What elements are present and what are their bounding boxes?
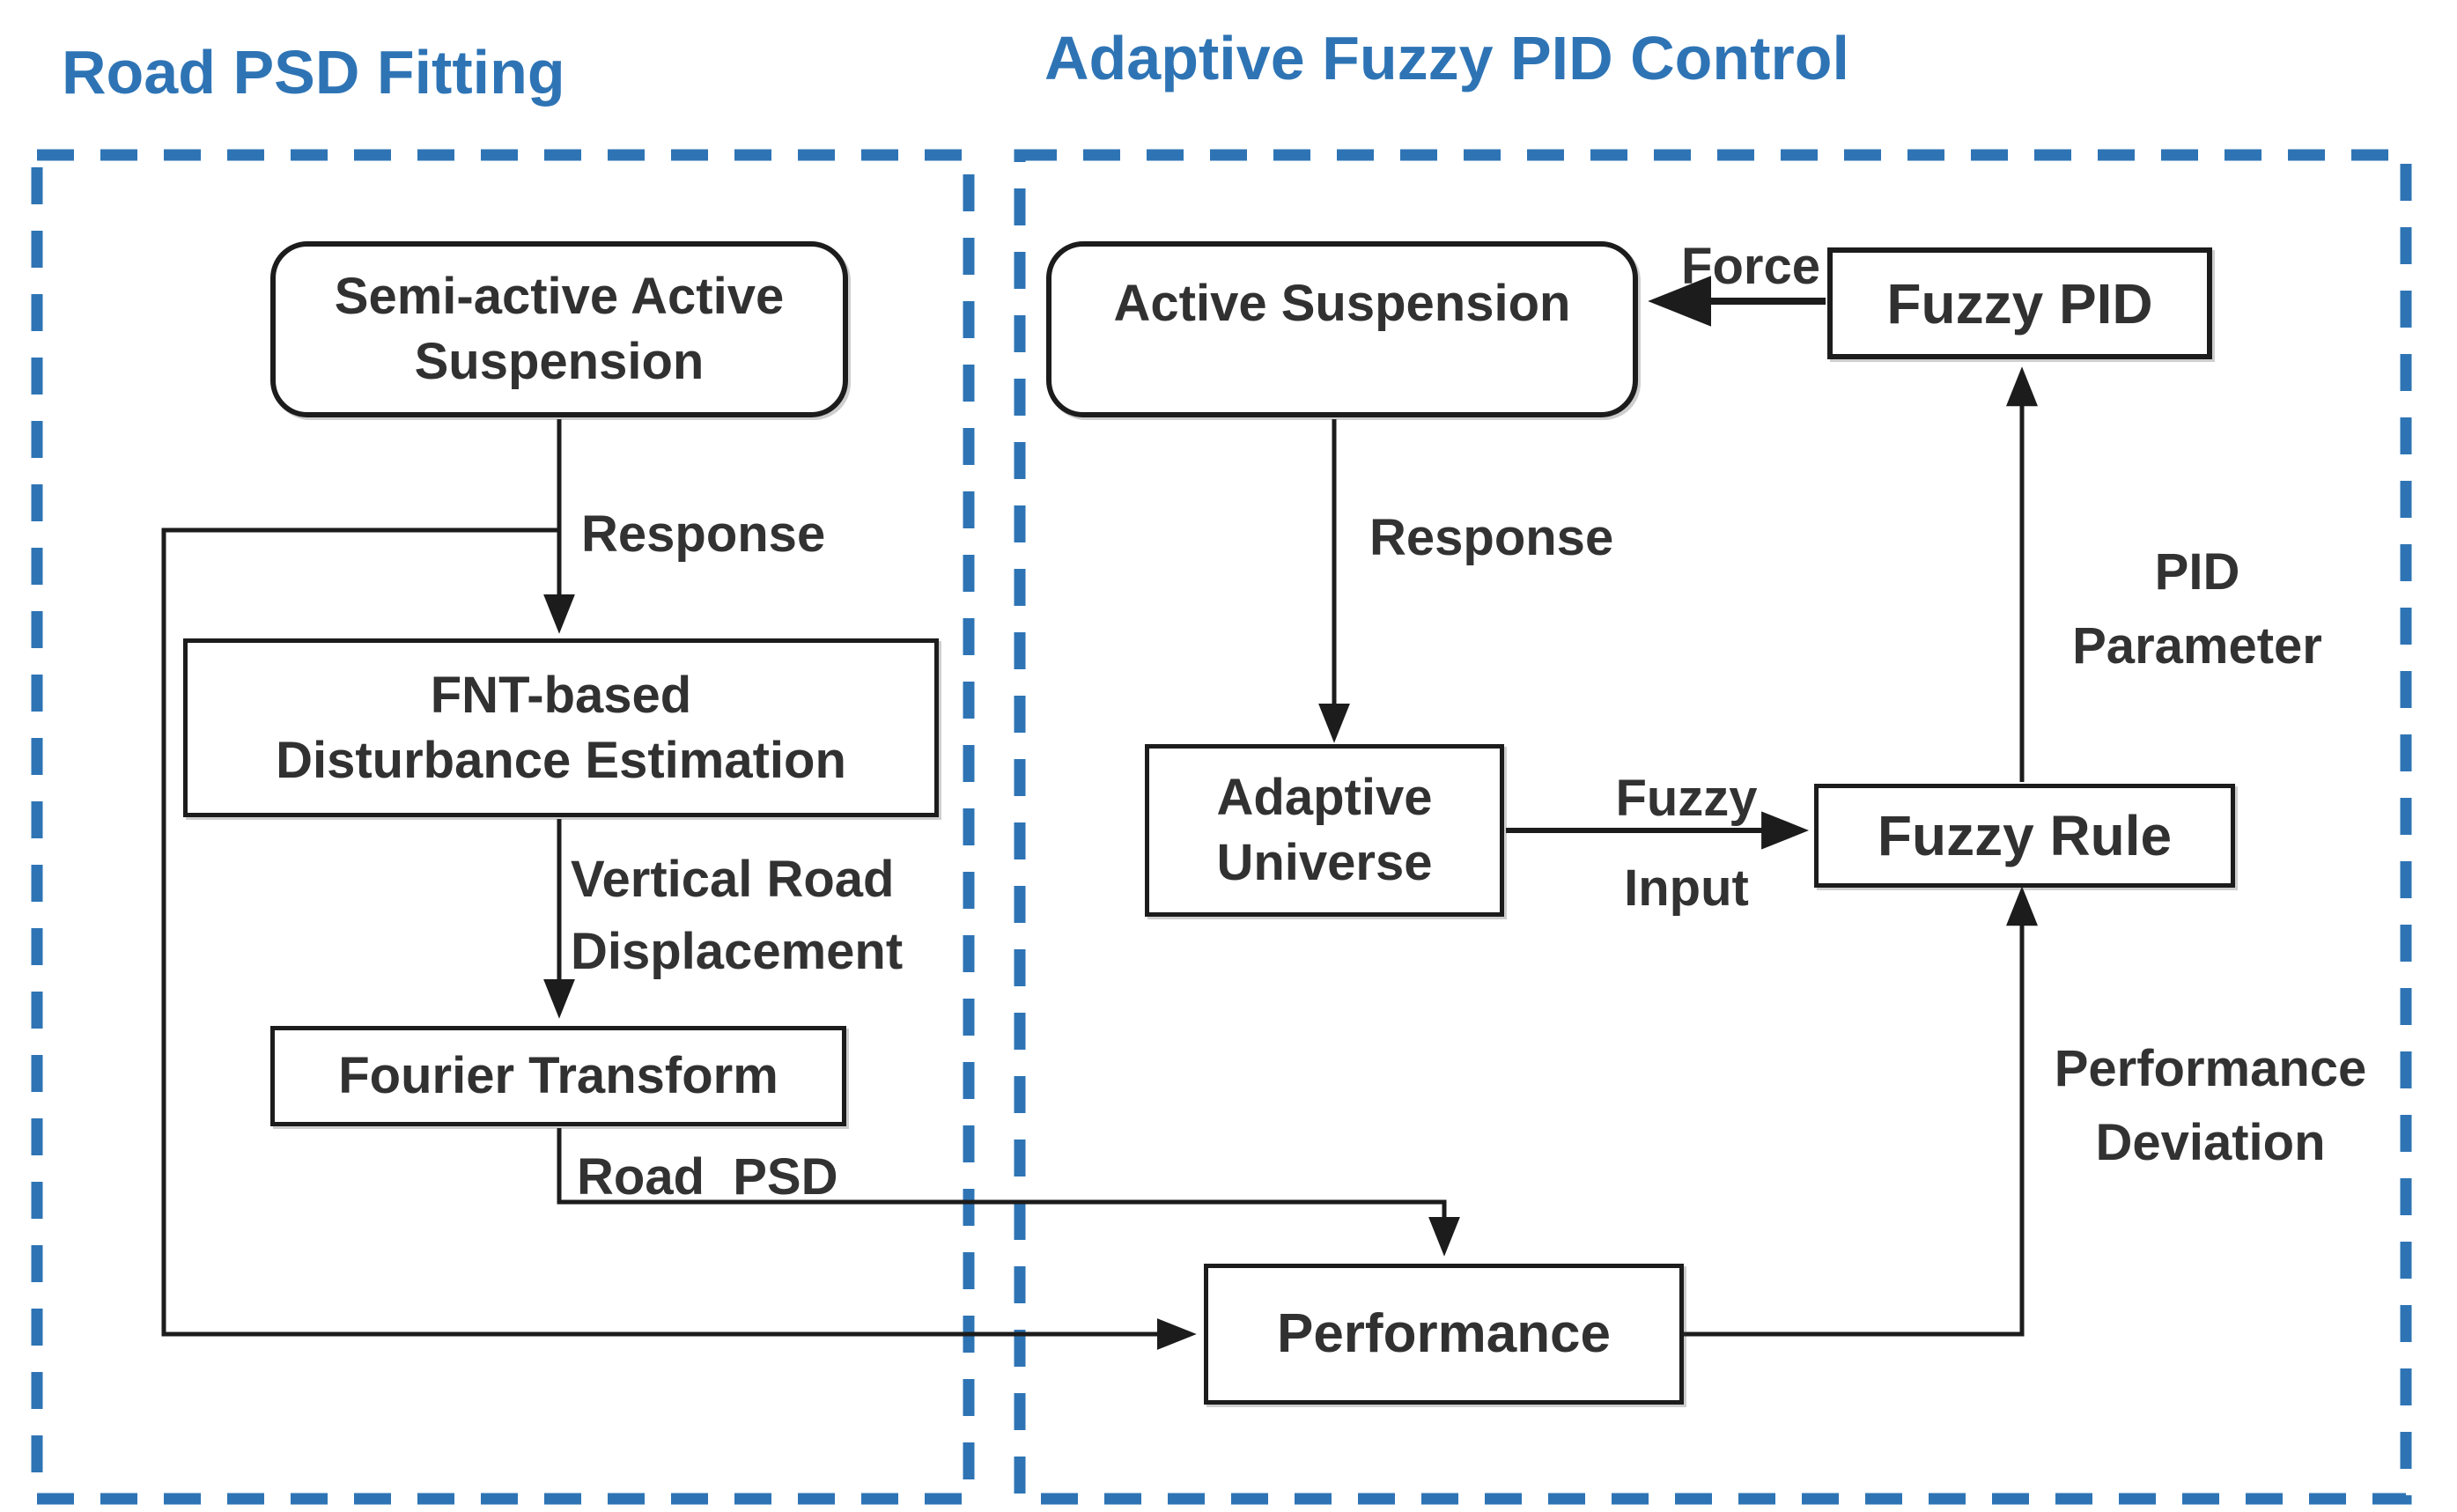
edge-label-response-right: Response [1369,509,1614,566]
arrow-roadpsd-to-performance [557,1128,1460,1257]
panel-title-adaptive-fuzzy-pid-control: Adaptive Fuzzy PID Control [1044,24,1849,92]
panel-title-road-psd-fitting: Road PSD Fitting [62,38,565,107]
node-fourier-transform: Fourier Transform [270,1026,846,1126]
node-fuzzy-pid: Fuzzy PID [1827,247,2212,359]
node-fuzzy-rule: Fuzzy Rule [1814,784,2235,888]
panel-road-psd-fitting-border [31,149,975,1505]
edge-label-pid-parameter: PID Parameter [2072,543,2322,675]
node-active-suspension: Active Suspension [1046,241,1638,417]
edge-label-response-left: Response [581,505,826,563]
edge-label-vertical-road-displacement: Vertical Road Displacement [571,851,904,980]
edge-label-force: Force [1681,238,1820,295]
node-semi-active-suspension: Semi-active Active Suspension [270,241,848,417]
arrow-performance-to-fuzzyrule [1684,886,2038,1337]
panel-adaptive-fuzzy-pid-border [1014,149,2412,1505]
edge-label-road-psd: Road PSD [577,1148,838,1206]
edge-label-performance-deviation: Performance Deviation [2054,1040,2367,1171]
node-performance: Performance [1204,1264,1684,1405]
node-adaptive-universe: Adaptive Universe [1145,744,1504,917]
arrow-response-branch-to-performance [161,527,1197,1350]
edge-label-fuzzy-input: Fuzzy Input [1615,770,1758,917]
node-fnt-disturbance-estimation: FNT-based Disturbance Estimation [183,638,939,817]
